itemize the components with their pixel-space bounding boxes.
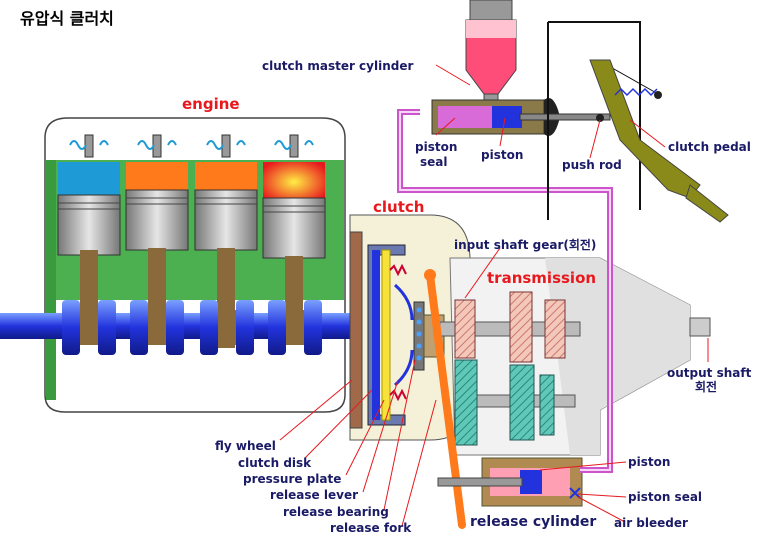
piston-seal-top-label-line2: seal — [420, 155, 448, 169]
release-fork-label: release fork — [330, 521, 412, 535]
output-shaft-label-line1: output shaft — [667, 366, 752, 380]
transmission — [439, 257, 711, 456]
release-bearing-label: release bearing — [283, 505, 389, 519]
clutch-disk-label: clutch disk — [238, 456, 312, 470]
air-bleeder-label: air bleeder — [614, 516, 688, 530]
clutch-label: clutch — [373, 198, 425, 216]
fly-wheel-label: fly wheel — [215, 439, 276, 453]
pressure-plate — [381, 249, 391, 421]
output-shaft-label-line2: 회전 — [695, 380, 718, 394]
leader-lines — [279, 64, 709, 527]
piston-bottom-label: piston — [628, 455, 671, 469]
clutch-master-cylinder-drawing — [431, 0, 611, 136]
transmission-label: transmission — [487, 269, 597, 287]
release-cylinder-label: release cylinder — [470, 514, 597, 530]
piston-seal-top-label-line1: piston — [415, 140, 458, 154]
clutch-pedal-drawing — [547, 21, 729, 223]
engine — [0, 117, 350, 413]
input-shaft-gear-label: input shaft gear(회전) — [454, 238, 597, 252]
engine-label: engine — [182, 95, 240, 113]
pressure-plate-label: pressure plate — [243, 472, 342, 486]
crankshaft — [0, 300, 350, 355]
clutch-pedal-label: clutch pedal — [668, 140, 751, 154]
clutch-disk — [372, 250, 380, 420]
flywheel — [349, 231, 363, 429]
release-cylinder-drawing — [437, 457, 583, 507]
clutch-master-cylinder-label: clutch master cylinder — [262, 59, 414, 73]
piston-seal-bottom-label: piston seal — [628, 490, 703, 504]
diagram-title: 유압식 클러치 — [20, 9, 114, 28]
release-lever-label: release lever — [270, 488, 358, 502]
cylinders — [57, 134, 326, 348]
piston-top-label: piston — [481, 148, 524, 162]
push-rod-label: push rod — [562, 158, 622, 172]
